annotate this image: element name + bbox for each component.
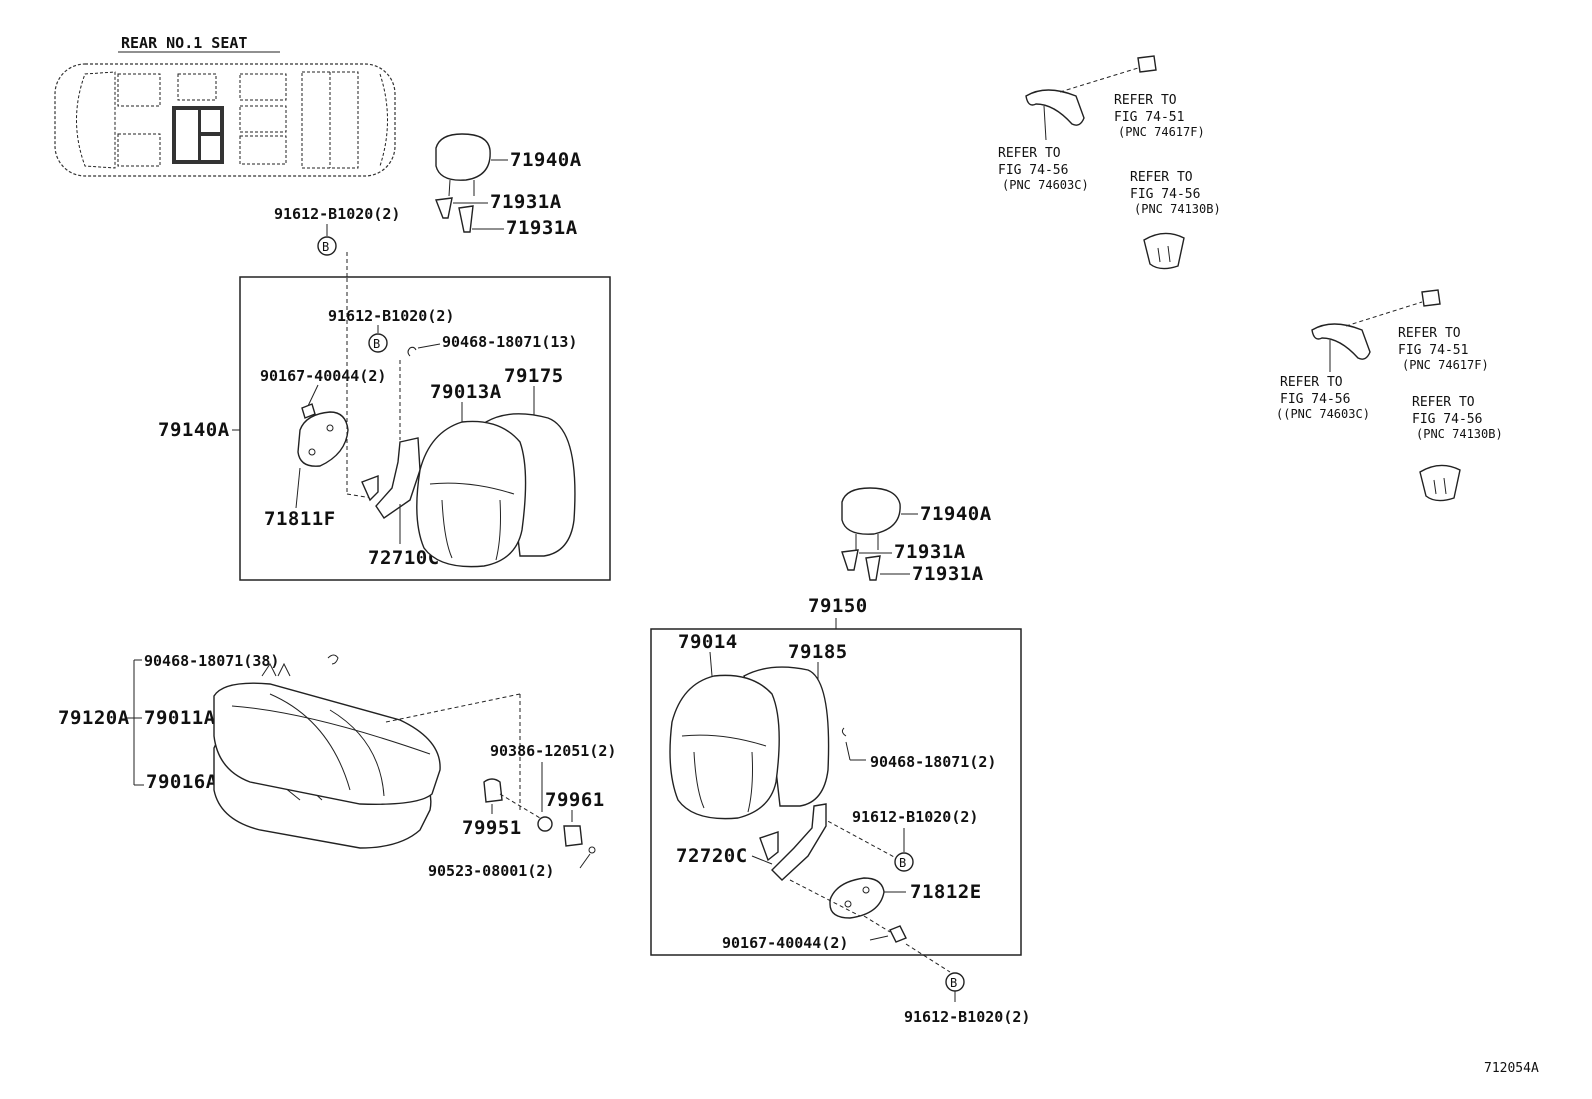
callout-striker: 79961	[545, 789, 605, 811]
hinge-handle-right	[759, 831, 779, 862]
callout-screw-left: 90167-40044(2)	[260, 367, 386, 385]
hinge-right	[771, 803, 827, 881]
callout-cushion-frame: 79016A	[146, 771, 218, 793]
grip-cover-2	[1421, 289, 1441, 307]
cushion-group: 90468-18071(38) 79120A 79011A 79016A	[58, 652, 521, 849]
callout-cover-hinge-right: 71812E	[910, 881, 982, 903]
callout-back-pad-left: 79013A	[430, 381, 502, 403]
clip-part-1	[1143, 232, 1185, 270]
ref-g1-b-line1: REFER TO	[998, 146, 1061, 161]
headrest-right-group: 71940A 71931A 71931A	[841, 487, 992, 585]
striker-cover	[483, 778, 503, 803]
hinge-left	[375, 437, 421, 519]
callout-bolt-right-inner: 91612-B1020(2)	[852, 808, 978, 826]
cover-hinge-right	[829, 877, 885, 919]
callout-hinge-left: 72710C	[368, 547, 440, 569]
callout-back-assy-right: 79150	[808, 595, 868, 617]
striker	[563, 825, 583, 847]
callout-headrest-right: 71940A	[920, 503, 992, 525]
ref-g2-c-line1: REFER TO	[1412, 395, 1475, 410]
ref-g2-b-line3: ((PNC 74603C)	[1276, 407, 1370, 421]
bolt-marker-right-inner	[894, 852, 914, 872]
nut-cushion	[588, 846, 596, 854]
callout-support-top-a: 71931A	[490, 191, 562, 213]
callout-support-top-b: 71931A	[506, 217, 578, 239]
callout-cushion-assy: 79120A	[58, 707, 130, 729]
seatback-right-box: 79150 79014 79185 90468-18071(2) 91612-B…	[650, 595, 1022, 956]
ref-g1-a-line2: FIG 74-51	[1114, 110, 1184, 125]
callout-clip-cushion: 90386-12051(2)	[490, 742, 616, 760]
back-pad-right	[669, 674, 780, 820]
back-pad-left	[416, 420, 527, 568]
assist-grip-2	[1311, 323, 1371, 360]
callout-hinge-right: 72720C	[676, 845, 748, 867]
support-top-b	[458, 205, 474, 233]
ref-g1-c-line1: REFER TO	[1130, 170, 1193, 185]
ref-g1-b-line2: FIG 74-56	[998, 163, 1068, 178]
callout-back-cover-left: 79175	[504, 365, 564, 387]
bolt-marker-top	[317, 236, 337, 256]
ref-g2-a-line3: (PNC 74617F)	[1402, 358, 1489, 372]
callout-bolt-right-bottom: 91612-B1020(2)	[904, 1008, 1030, 1026]
callout-back-pad-right: 79014	[678, 631, 738, 653]
reference-group-1: REFER TO FIG 74-51 (PNC 74617F) REFER TO…	[998, 55, 1221, 270]
screw-left	[301, 403, 316, 419]
headrest-top-group: 71940A 71931A 71931A	[435, 133, 582, 239]
support-right-a	[841, 549, 859, 571]
callout-cushion-pad: 79011A	[144, 707, 216, 729]
ref-g1-a-line1: REFER TO	[1114, 93, 1177, 108]
headrest-top	[435, 133, 491, 181]
ref-g2-b-line1: REFER TO	[1280, 375, 1343, 390]
callout-headrest-top: 71940A	[510, 149, 582, 171]
callout-cover-hinge-left: 71811F	[264, 508, 336, 530]
ref-g1-a-line3: (PNC 74617F)	[1118, 125, 1205, 139]
callout-support-right-a: 71931A	[894, 541, 966, 563]
assist-grip-1	[1025, 89, 1085, 126]
ref-g2-a-line2: FIG 74-51	[1398, 343, 1468, 358]
bolt-marker-right-inner-letter: B	[899, 856, 906, 870]
overview-title: REAR NO.1 SEAT	[121, 34, 247, 52]
callout-back-cover-right: 79185	[788, 641, 848, 663]
ref-g2-b-line2: FIG 74-56	[1280, 392, 1350, 407]
callout-nut-cushion: 90523-08001(2)	[428, 862, 554, 880]
screw-right	[889, 925, 907, 943]
ref-g2-a-line1: REFER TO	[1398, 326, 1461, 341]
headrest-right	[841, 487, 901, 535]
bolt-marker-top-letter: B	[322, 240, 329, 254]
callout-ring-right: 90468-18071(2)	[870, 753, 996, 771]
callout-ring-cushion: 90468-18071(38)	[144, 652, 279, 670]
figure-id: 712054A	[1484, 1061, 1539, 1076]
vehicle-overview: REAR NO.1 SEAT	[54, 34, 396, 177]
callout-back-assy-left: 79140A	[158, 419, 230, 441]
seatback-left-box: 79140A 91612-B1020(2) B 90468-18071(13) …	[158, 276, 611, 581]
grip-cover-1	[1137, 55, 1157, 73]
support-top-a	[435, 197, 453, 219]
reference-group-2: REFER TO FIG 74-51 (PNC 74617F) REFER TO…	[1276, 289, 1503, 502]
ref-g1-c-line3: (PNC 74130B)	[1134, 202, 1221, 216]
clip-cushion	[537, 816, 553, 832]
ref-g2-c-line3: (PNC 74130B)	[1416, 427, 1503, 441]
ref-g1-b-line3: (PNC 74603C)	[1002, 178, 1089, 192]
callout-striker-cover: 79951	[462, 817, 522, 839]
cover-hinge-left	[297, 411, 349, 467]
support-right-b	[865, 555, 881, 581]
ref-g2-c-line2: FIG 74-56	[1412, 412, 1482, 427]
hinge-handle-left	[361, 474, 379, 502]
callout-support-right-b: 71931A	[912, 563, 984, 585]
bolt-marker-right-bottom-letter: B	[950, 976, 957, 990]
callout-bolt-left-inner: 91612-B1020(2)	[328, 307, 454, 325]
ref-g1-c-line2: FIG 74-56	[1130, 187, 1200, 202]
callout-bolt-top: 91612-B1020(2)	[274, 205, 400, 223]
callout-screw-right: 90167-40044(2)	[722, 934, 848, 952]
cushion-pad	[213, 682, 441, 805]
callout-ring-left: 90468-18071(13)	[442, 333, 577, 351]
bolt-marker-left-inner-letter: B	[373, 337, 380, 351]
clip-part-2	[1419, 464, 1461, 502]
bolt-marker-left-inner	[368, 333, 388, 353]
